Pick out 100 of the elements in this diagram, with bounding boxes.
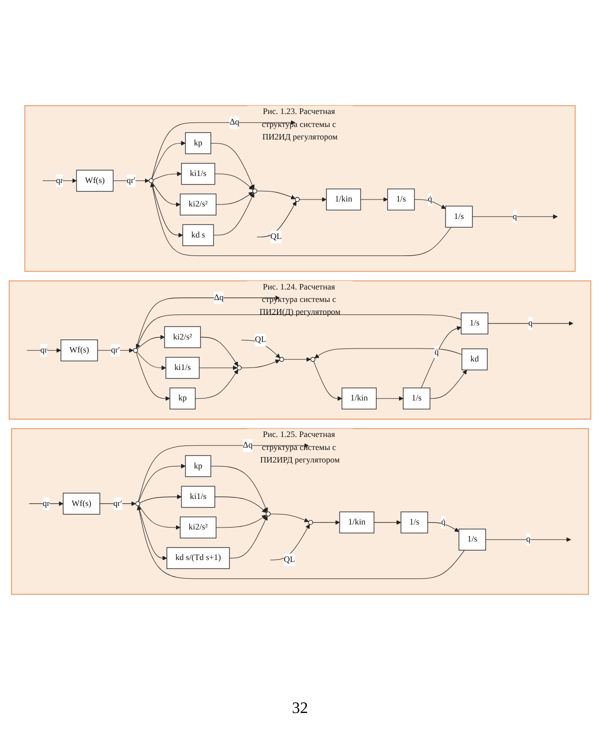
arrow <box>198 366 238 370</box>
node-box: ki2/s² <box>180 194 216 216</box>
page-number: 32 <box>292 700 308 718</box>
arrow <box>112 178 150 184</box>
node-box: 1/kin <box>342 388 377 410</box>
node-box: 1/s <box>387 188 415 210</box>
edge-label: Δq <box>214 293 224 302</box>
arrow <box>214 496 267 513</box>
node-box: kd s/(Td s+1) <box>166 547 230 569</box>
arrow <box>420 326 462 388</box>
edge-label: qr <box>56 176 64 185</box>
node-box: 1/s <box>445 206 473 228</box>
node-box: ki2/s² <box>180 516 216 538</box>
node-box: kd <box>462 348 488 370</box>
arrow <box>216 192 254 205</box>
edge-label: QL <box>270 232 282 242</box>
edge-label: q̇ <box>428 194 432 204</box>
arrow <box>139 494 182 504</box>
edge-label: qr <box>40 346 48 355</box>
edge-label: qr′ <box>113 498 122 508</box>
node-box: Wf(s) <box>60 340 98 362</box>
node-circle <box>252 188 258 194</box>
edge-label: QL <box>254 335 266 344</box>
node-circle <box>310 356 316 362</box>
arrow <box>100 501 136 506</box>
arrow <box>152 182 180 207</box>
arrow <box>284 357 311 362</box>
node-box: 1/s <box>458 528 486 550</box>
node-circle <box>135 501 140 506</box>
arrow <box>150 182 452 256</box>
node-circle <box>148 178 154 184</box>
arrow <box>28 501 64 506</box>
node-box: ki1/s <box>181 486 216 508</box>
arrow <box>200 336 238 366</box>
node-box: Wf(s) <box>76 170 114 192</box>
node-box: kp <box>185 132 212 154</box>
node-label: Рис. 1.23. Расчетная структура системы с ПИ2ИД регулятором <box>262 107 338 142</box>
node-box: ki1/s <box>181 162 216 185</box>
arrow <box>256 190 296 200</box>
edge-label: Δq <box>230 118 240 127</box>
arrow <box>360 197 388 202</box>
arrow <box>213 192 254 236</box>
arrow <box>214 174 254 190</box>
arrow <box>152 172 182 180</box>
node-box: kd s <box>182 224 214 246</box>
node-label: Рис. 1.25. Расчетная структура системы с ПИ2ИРД регулятором <box>260 430 340 465</box>
node-box: 1/s <box>460 312 488 334</box>
edge-label: qr <box>42 498 50 508</box>
arrow <box>136 314 462 349</box>
node-box: Wf(s) <box>62 492 100 515</box>
node-box: 1/s <box>400 512 428 534</box>
arrow <box>138 505 180 530</box>
edge-label: q <box>526 534 530 544</box>
arrow <box>151 120 296 179</box>
arrow <box>270 524 310 560</box>
arrow <box>485 537 572 542</box>
arrow <box>313 361 342 401</box>
edge-label: q <box>512 212 518 221</box>
node-circle <box>133 348 138 353</box>
arrow <box>488 321 574 326</box>
node-box: ki1/s <box>166 356 200 379</box>
arrow <box>229 516 268 558</box>
arrow <box>210 142 254 190</box>
node-circle <box>294 197 300 202</box>
arrow <box>314 348 462 358</box>
node-box: 1/kin <box>339 512 374 534</box>
edge-label: q <box>528 318 533 328</box>
arrow <box>427 522 460 532</box>
edge-label: q̇ <box>434 348 439 357</box>
arrow <box>152 140 186 180</box>
arrow <box>270 514 309 522</box>
arrow <box>138 464 186 502</box>
node-box: 1/kin <box>326 188 361 210</box>
node-box: ki2/s² <box>164 326 201 348</box>
edge-label: q̇ <box>441 518 446 527</box>
arrow <box>136 334 165 350</box>
node-circle <box>279 356 284 362</box>
node-circle <box>236 365 242 370</box>
arrow <box>256 201 296 238</box>
arrow <box>136 506 465 579</box>
arrow <box>42 178 77 184</box>
arrow <box>414 199 446 209</box>
node-circle <box>266 512 271 516</box>
edge-label: QL <box>284 555 296 564</box>
arrow <box>241 360 280 368</box>
arrow <box>376 396 404 401</box>
arrow <box>374 520 402 525</box>
edge-label: qr′ <box>111 346 120 355</box>
arrow <box>138 443 309 502</box>
arrow <box>472 214 558 219</box>
arrow <box>312 520 340 525</box>
arrow <box>210 466 268 512</box>
arrow <box>216 514 267 528</box>
edge-label: Δq <box>242 440 253 450</box>
node-circle <box>308 520 314 525</box>
node-box: 1/s <box>402 388 430 410</box>
node-box: kp <box>170 388 196 410</box>
edge-label: qr′ <box>126 176 136 185</box>
arrow <box>136 352 166 370</box>
arrow <box>299 197 327 202</box>
